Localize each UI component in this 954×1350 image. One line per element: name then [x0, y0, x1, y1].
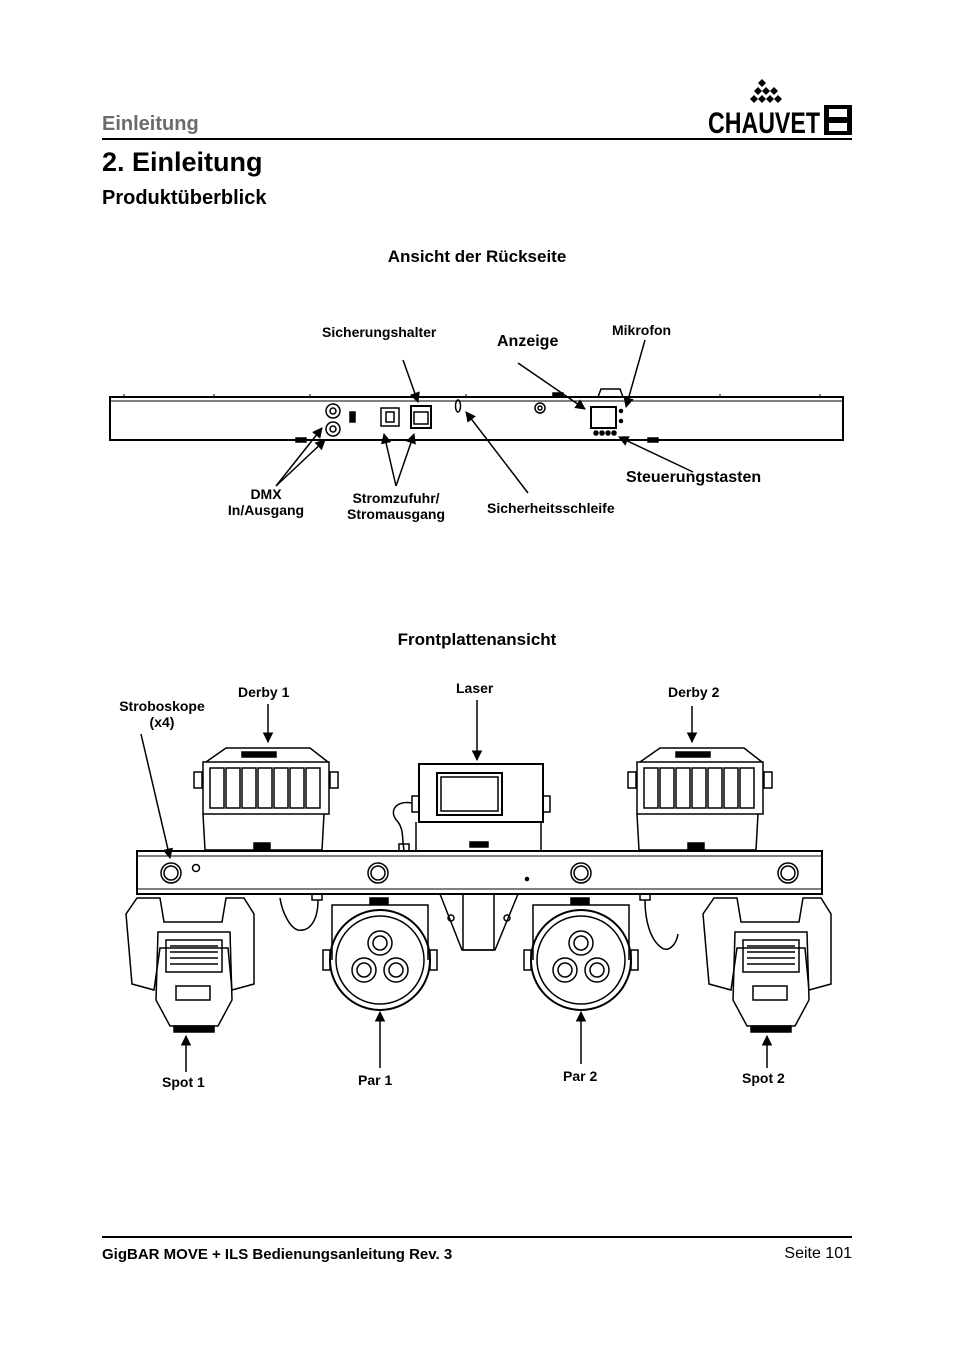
front-bar: [136, 850, 823, 951]
label-microphone: Mikrofon: [612, 322, 672, 338]
par-2-fixture: [523, 893, 679, 1011]
logo-graphic: CHAUVET: [708, 79, 852, 139]
label-laser: Laser: [456, 680, 494, 696]
label-fuse-holder: Sicherungshalter: [322, 324, 437, 340]
label-derby-2: Derby 2: [668, 684, 720, 700]
spot-2-fixture: [702, 897, 832, 1033]
front-view-caption: Frontplattenansicht: [397, 630, 557, 649]
footer-document-title: GigBAR MOVE + ILS Bedienungsanleitung Re…: [102, 1246, 453, 1263]
svg-text:CHAUVET: CHAUVET: [708, 107, 820, 139]
label-strobes-line1: Stroboskope: [119, 698, 205, 714]
label-control-buttons: Steuerungstasten: [626, 469, 762, 486]
header-rule: [102, 138, 852, 140]
rear-panel: [109, 388, 844, 443]
label-spot-2: Spot 2: [742, 1070, 785, 1086]
label-spot-1: Spot 1: [162, 1074, 205, 1090]
label-strobes-line2: (x4): [149, 714, 175, 730]
derby-2-fixture: [627, 747, 773, 851]
label-derby-1: Derby 1: [238, 684, 290, 700]
label-strobes: Stroboskope (x4): [110, 698, 214, 730]
footer-rule: [102, 1236, 852, 1238]
rear-callout-arrows: [275, 339, 694, 494]
label-safety-loop: Sicherheitsschleife: [487, 500, 615, 516]
label-dmx-line2: In/Ausgang: [227, 502, 305, 518]
label-display: Anzeige: [497, 333, 559, 350]
derby-1-fixture: [193, 747, 339, 851]
header-section-title: Einleitung: [102, 113, 199, 135]
page-title: 2. Einleitung: [102, 147, 263, 177]
label-par-1: Par 1: [358, 1072, 393, 1088]
front-callout-arrows: [140, 700, 773, 1072]
laser-fixture: [392, 763, 551, 852]
par-1-fixture: [279, 893, 438, 1011]
section-subtitle: Produktüberblick: [102, 187, 267, 209]
rear-view-caption: Ansicht der Rückseite: [387, 247, 567, 266]
label-power-line2: Stromausgang: [346, 506, 445, 522]
label-dmx: DMX In/Ausgang: [222, 486, 310, 518]
label-par-2: Par 2: [563, 1068, 598, 1084]
chauvet-dj-logo: CHAUVET: [708, 77, 854, 139]
label-power: Stromzufuhr/ Stromausgang: [338, 490, 454, 522]
label-dmx-line1: DMX: [250, 486, 282, 502]
spot-1-fixture: [125, 897, 255, 1033]
label-power-line1: Stromzufuhr/: [352, 490, 440, 506]
footer-page-number: Seite 101: [784, 1245, 852, 1262]
